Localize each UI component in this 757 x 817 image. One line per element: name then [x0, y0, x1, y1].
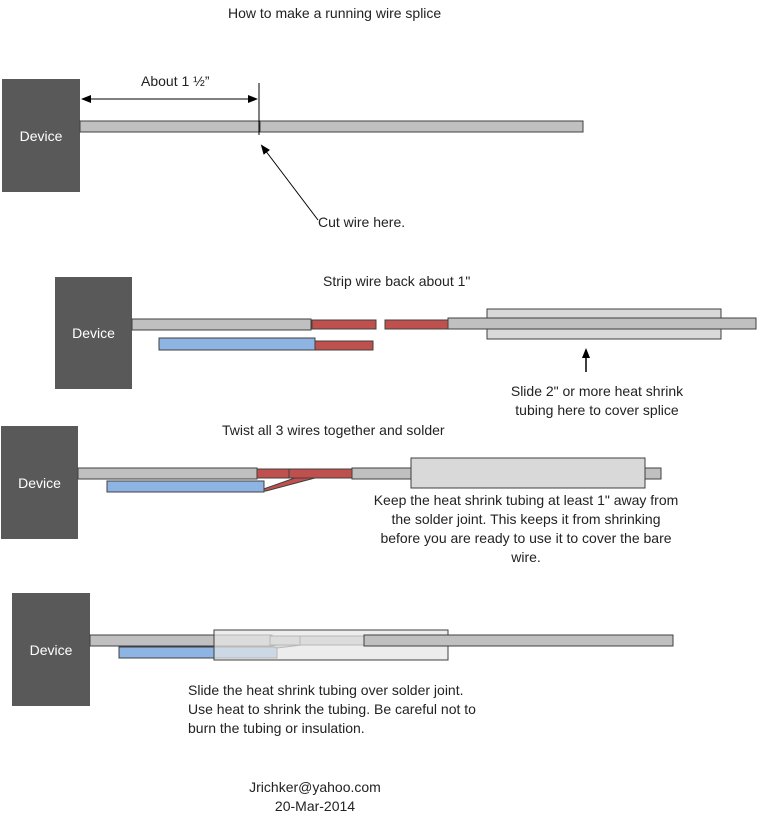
- shrink-instructions-line: Use heat to shrink the tubing. Be carefu…: [188, 701, 476, 717]
- step4-wires: [89, 629, 674, 661]
- bare-copper: [314, 340, 374, 351]
- slide-label-line: tubing here to cover splice: [515, 402, 679, 418]
- keep-away-line: before you are ready to use it to cover …: [380, 530, 672, 546]
- slide-label: Slide 2" or more heat shrink tubing here…: [487, 382, 707, 420]
- keep-away-line: wire.: [511, 549, 541, 565]
- dimension-label: About 1 ½”: [141, 73, 210, 89]
- author-date: 20-Mar-2014: [274, 798, 356, 814]
- device-box-step2: Device: [55, 277, 132, 389]
- bare-copper: [311, 319, 377, 330]
- author-email: Jrichker@yahoo.com: [249, 779, 381, 795]
- cut-pointer-arrow: [260, 144, 319, 221]
- bare-copper: [256, 468, 294, 479]
- wire-blue: [158, 337, 316, 351]
- bare-copper: [384, 319, 450, 330]
- step1-wires: [79, 120, 584, 133]
- twist-label: Twist all 3 wires together and solder: [222, 422, 445, 438]
- keep-away-line: the solder joint. This keeps it from shr…: [391, 511, 661, 527]
- step2-wires: [131, 308, 757, 351]
- diagram-title: How to make a running wire splice: [228, 5, 442, 21]
- slide-label-line: Slide 2" or more heat shrink: [510, 383, 684, 399]
- device-box-step1: Device: [2, 79, 80, 192]
- wire-blue: [106, 480, 265, 493]
- wire-gray: [131, 318, 312, 331]
- heat-shrink-tubing: [410, 457, 646, 489]
- strip-label: Strip wire back about 1": [323, 273, 471, 289]
- bare-copper: [288, 468, 353, 479]
- keep-away-line: Keep the heat shrink tubing at least 1" …: [373, 492, 679, 508]
- wire-gray: [77, 467, 258, 480]
- cut-label: Cut wire here.: [318, 214, 406, 230]
- shrink-instructions-line: burn the tubing or insulation.: [188, 720, 365, 736]
- keep-away-label: Keep the heat shrink tubing at least 1" …: [356, 491, 696, 567]
- wire-gray: [79, 120, 261, 133]
- device-box-step4: Device: [12, 593, 90, 706]
- wire-gray: [363, 634, 674, 647]
- device-box-step3: Device: [1, 426, 78, 539]
- shrink-instructions-line: Slide the heat shrink tubing over solder…: [188, 682, 464, 698]
- wire-gray: [259, 120, 584, 133]
- footer: Jrichker@yahoo.com 20-Mar-2014: [215, 778, 415, 816]
- step3-wires: [77, 457, 662, 493]
- wire-gray: [447, 317, 757, 330]
- shrink-instructions: Slide the heat shrink tubing over solder…: [188, 681, 476, 738]
